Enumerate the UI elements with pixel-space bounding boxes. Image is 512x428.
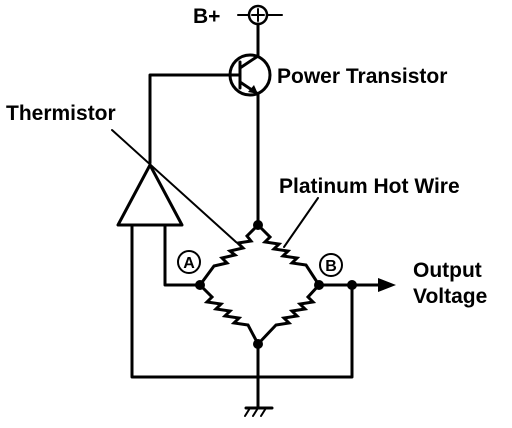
op-amp-input-a-wire	[163, 223, 202, 287]
transistor-collector	[238, 54, 260, 70]
node-b-marker: B	[319, 253, 343, 277]
bottom-left-resistor	[198, 283, 260, 345]
ground-hatch-1	[244, 407, 251, 417]
platinum-hot-wire-label: Platinum Hot Wire	[279, 175, 460, 198]
node-a-circle	[177, 250, 201, 274]
node-b-label: B	[325, 258, 337, 275]
node-b-circle	[319, 253, 343, 277]
output-arrow	[378, 278, 396, 292]
hot-wire-resistor	[256, 223, 321, 286]
bridge	[195, 220, 357, 349]
power-transistor: Power Transistor	[228, 22, 447, 97]
op-amp-input-b-wire	[130, 223, 354, 379]
thermistor-label: Thermistor	[6, 102, 116, 125]
base-feed-wire	[148, 73, 232, 165]
ground	[244, 342, 274, 417]
ground-hatch-3	[260, 407, 267, 417]
hot-wire-leader	[283, 197, 319, 248]
emitter-arrow	[248, 85, 258, 94]
thermistor-leader	[111, 129, 237, 243]
node-a-marker: A	[177, 250, 201, 274]
junction-top	[253, 220, 263, 230]
supply-label: B+	[193, 5, 220, 28]
supply-terminal: B+	[193, 4, 283, 28]
bottom-right-resistor	[256, 283, 321, 346]
op-amp	[116, 163, 184, 227]
output-label-line2: Voltage	[413, 285, 487, 308]
power-transistor-label: Power Transistor	[277, 65, 447, 88]
output-label-line1: Output	[413, 259, 482, 282]
ground-hatch-2	[252, 407, 259, 417]
node-a-label: A	[183, 255, 195, 272]
thermistor-resistor	[198, 223, 260, 286]
junction-a	[195, 280, 205, 290]
